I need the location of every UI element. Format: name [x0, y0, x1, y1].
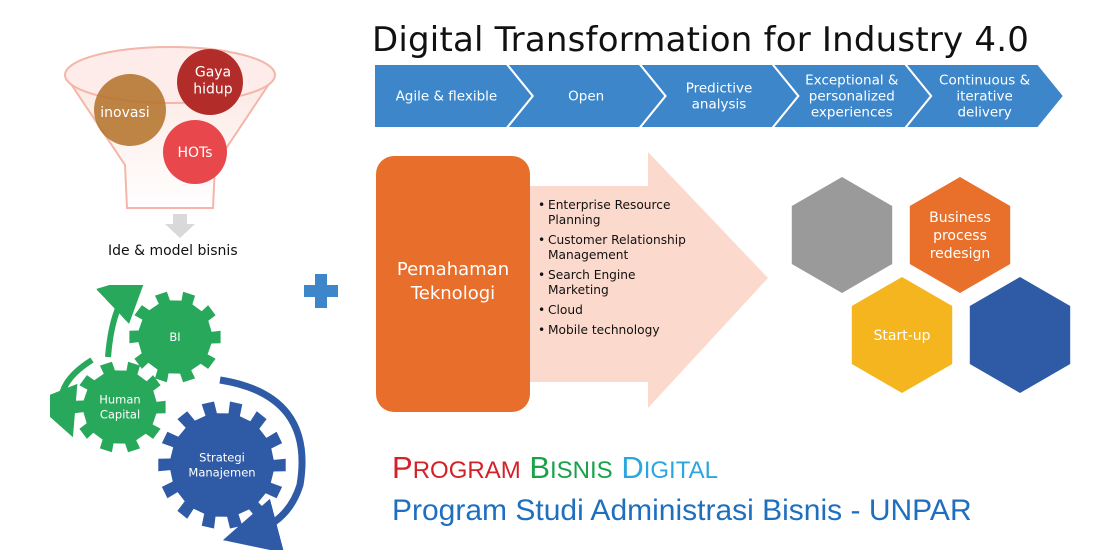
chevron-label: iterative: [956, 89, 1013, 105]
gear-label: BI: [169, 330, 180, 344]
gear-label: Human: [99, 393, 140, 407]
chevron-label: Open: [568, 89, 604, 105]
hexagon-label: redesign: [930, 246, 991, 262]
hexagon-label: Business: [929, 210, 991, 226]
chevron-step: [903, 63, 1066, 129]
chevron-label: Agile & flexible: [396, 89, 498, 105]
chevron-label: personalized: [809, 89, 895, 105]
cycle-arrow-green-left: [50, 357, 94, 438]
hexagon-label: process: [933, 228, 987, 244]
technology-list-item: Search Engine Marketing: [538, 268, 698, 298]
funnel-output-arrow: [165, 214, 195, 238]
brand-word-rest: IGITAL: [643, 457, 718, 484]
chevron-label: Predictive: [686, 81, 753, 97]
gear-hub: [140, 302, 210, 372]
funnel-circle: [94, 74, 166, 146]
technology-label-line: Teknologi: [410, 283, 496, 304]
technology-list: Enterprise Resource PlanningCustomer Rel…: [538, 198, 698, 343]
brand-word-initial: P: [392, 450, 413, 485]
chevron-label: Continuous &: [939, 73, 1031, 89]
funnel-output-label: Ide & model bisnis: [108, 243, 238, 259]
technology-list-item: Cloud: [538, 303, 698, 318]
gear-hub: [85, 372, 155, 442]
hexagon: [851, 277, 953, 393]
gear-label: Strategi: [199, 451, 245, 465]
chevron-label: delivery: [957, 105, 1011, 121]
technology-box: [376, 156, 530, 412]
technology-label-line: Pemahaman: [396, 259, 510, 280]
gear-hub: [172, 415, 272, 515]
technology-list-item: Mobile technology: [538, 323, 698, 338]
brand-word-rest: ROGRAM: [412, 457, 521, 484]
funnel-rim: [64, 46, 276, 104]
page-title: Digital Transformation for Industry 4.0: [372, 20, 1030, 60]
brand-program-name: PROGRAM BISNIS DIGITAL: [392, 450, 718, 486]
gear-label: Capital: [100, 408, 140, 422]
funnel-circle-label: HOTs: [177, 145, 212, 161]
chevron-label: Exceptional &: [805, 73, 899, 89]
brand-word-rest: ISNIS: [550, 457, 613, 484]
hexagon-label: Start-up: [873, 328, 930, 344]
hexagon: [969, 277, 1071, 393]
funnel-circle-label: inovasi: [100, 105, 149, 121]
plus-icon: [304, 274, 338, 308]
chevron-label: experiences: [811, 105, 893, 121]
gear-label: Manajemen: [188, 466, 255, 480]
brand-word-initial: B: [529, 450, 550, 485]
cycle-arrow-green-top: [96, 285, 148, 358]
technology-list-item: Customer Relationship Management: [538, 233, 698, 263]
chevron-label: analysis: [692, 97, 747, 113]
technology-list-item: Enterprise Resource Planning: [538, 198, 698, 228]
hexagon: [909, 177, 1011, 293]
hexagon: [791, 177, 893, 293]
funnel-circle: [163, 120, 227, 184]
cycle-arrow-blue: [219, 376, 306, 550]
funnel-circle-label: Gaya: [195, 64, 231, 80]
brand-word-initial: D: [621, 450, 644, 485]
funnel-circle-label: hidup: [193, 81, 233, 97]
brand-study-program: Program Studi Administrasi Bisnis - UNPA…: [392, 494, 972, 527]
funnel-circle: [177, 49, 243, 115]
